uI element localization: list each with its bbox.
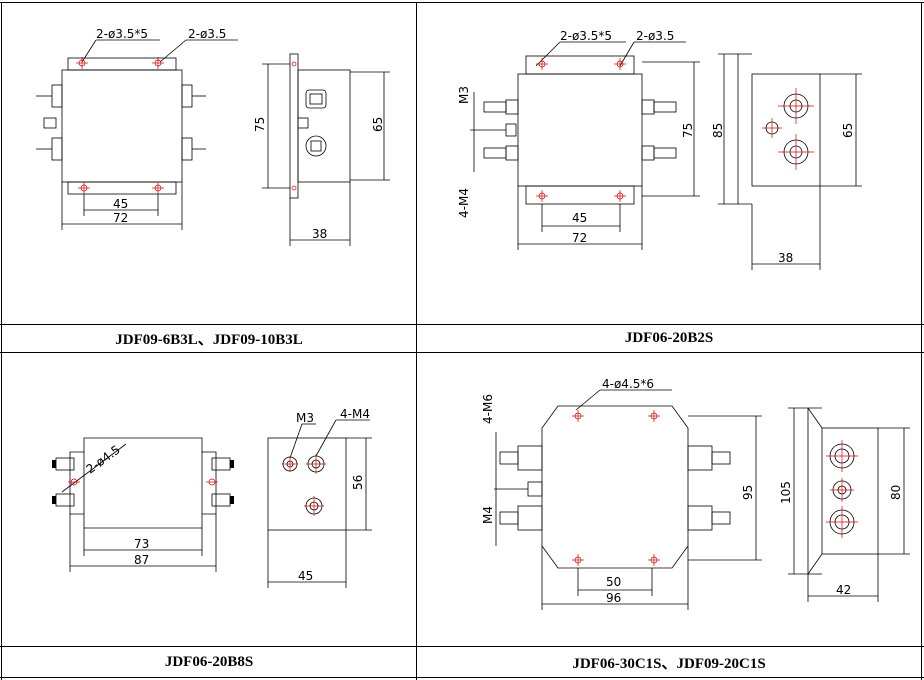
b8s-dim-87: 87 — [134, 553, 149, 567]
jdf09-holes-a-label: 2-ø3.5*5 — [96, 27, 148, 41]
jdf09-dim-65: 65 — [371, 117, 385, 132]
b2s-holes-b-label: 2-ø3.5 — [636, 29, 674, 43]
c1s-dim-80: 80 — [889, 485, 903, 500]
caption-jdf06-30c1s: JDF06-30C1S、JDF09-20C1S — [572, 655, 766, 672]
b2s-dim-75: 75 — [681, 123, 695, 138]
caption-jdf06-20b8s: JDF06-20B8S — [164, 653, 254, 670]
b8s-m4-label: 4-M4 — [340, 407, 370, 421]
c1s-dim-95: 95 — [741, 485, 755, 500]
table-border-bottom — [0, 677, 924, 678]
jdf09-dim-45: 45 — [113, 197, 128, 211]
jdf09-top-flange — [67, 57, 177, 71]
b8s-m3-label: M3 — [296, 411, 314, 425]
c1s-holes-label: 4-ø4.5*6 — [602, 377, 654, 391]
b2s-holes-a-label: 2-ø3.5*5 — [560, 29, 612, 43]
jdf09-bottom-flange — [67, 181, 177, 195]
table-border-left — [1, 2, 2, 680]
b2s-dim-72: 72 — [572, 231, 587, 245]
b2s-m4-label: 4-M4 — [457, 188, 471, 218]
jdf09-dim-38: 38 — [312, 227, 327, 241]
table-row-line-1 — [0, 324, 924, 325]
b2s-dim-85: 85 — [711, 123, 725, 138]
c1s-m6-label: 4-M6 — [481, 394, 495, 424]
b2s-dim-65: 65 — [841, 123, 855, 138]
c1s-dim-105: 105 — [779, 481, 793, 504]
jdf09-dim-72: 72 — [113, 211, 128, 225]
b8s-dim-56: 56 — [351, 475, 365, 490]
b2s-m3-label: M3 — [457, 86, 471, 104]
c1s-side-body — [821, 427, 879, 555]
caption-jdf09: JDF09-6B3L、JDF09-10B3L — [115, 332, 303, 348]
c1s-dim-42: 42 — [836, 583, 851, 597]
b8s-side-body — [267, 437, 347, 531]
table-border-top — [0, 2, 924, 3]
table-border-right — [921, 2, 922, 680]
c1s-dim-50: 50 — [606, 575, 621, 589]
c1s-dim-96: 96 — [606, 591, 621, 605]
b2s-dim-45: 45 — [572, 211, 587, 225]
table-row-line-3 — [0, 646, 924, 647]
c1s-front-body — [541, 405, 689, 569]
jdf09-dim-75: 75 — [253, 117, 267, 132]
b2s-side-body — [751, 73, 821, 187]
b8s-dim-45: 45 — [298, 569, 313, 583]
table-divider-center — [416, 2, 417, 680]
b2s-dim-38: 38 — [778, 251, 793, 265]
b8s-dim-73: 73 — [134, 537, 149, 551]
caption-jdf06-20b2s: JDF06-20B2S — [624, 330, 714, 346]
c1s-m4-label: M4 — [481, 506, 495, 524]
jdf09-holes-b-label: 2-ø3.5 — [188, 27, 226, 41]
table-row-line-2 — [0, 352, 924, 353]
